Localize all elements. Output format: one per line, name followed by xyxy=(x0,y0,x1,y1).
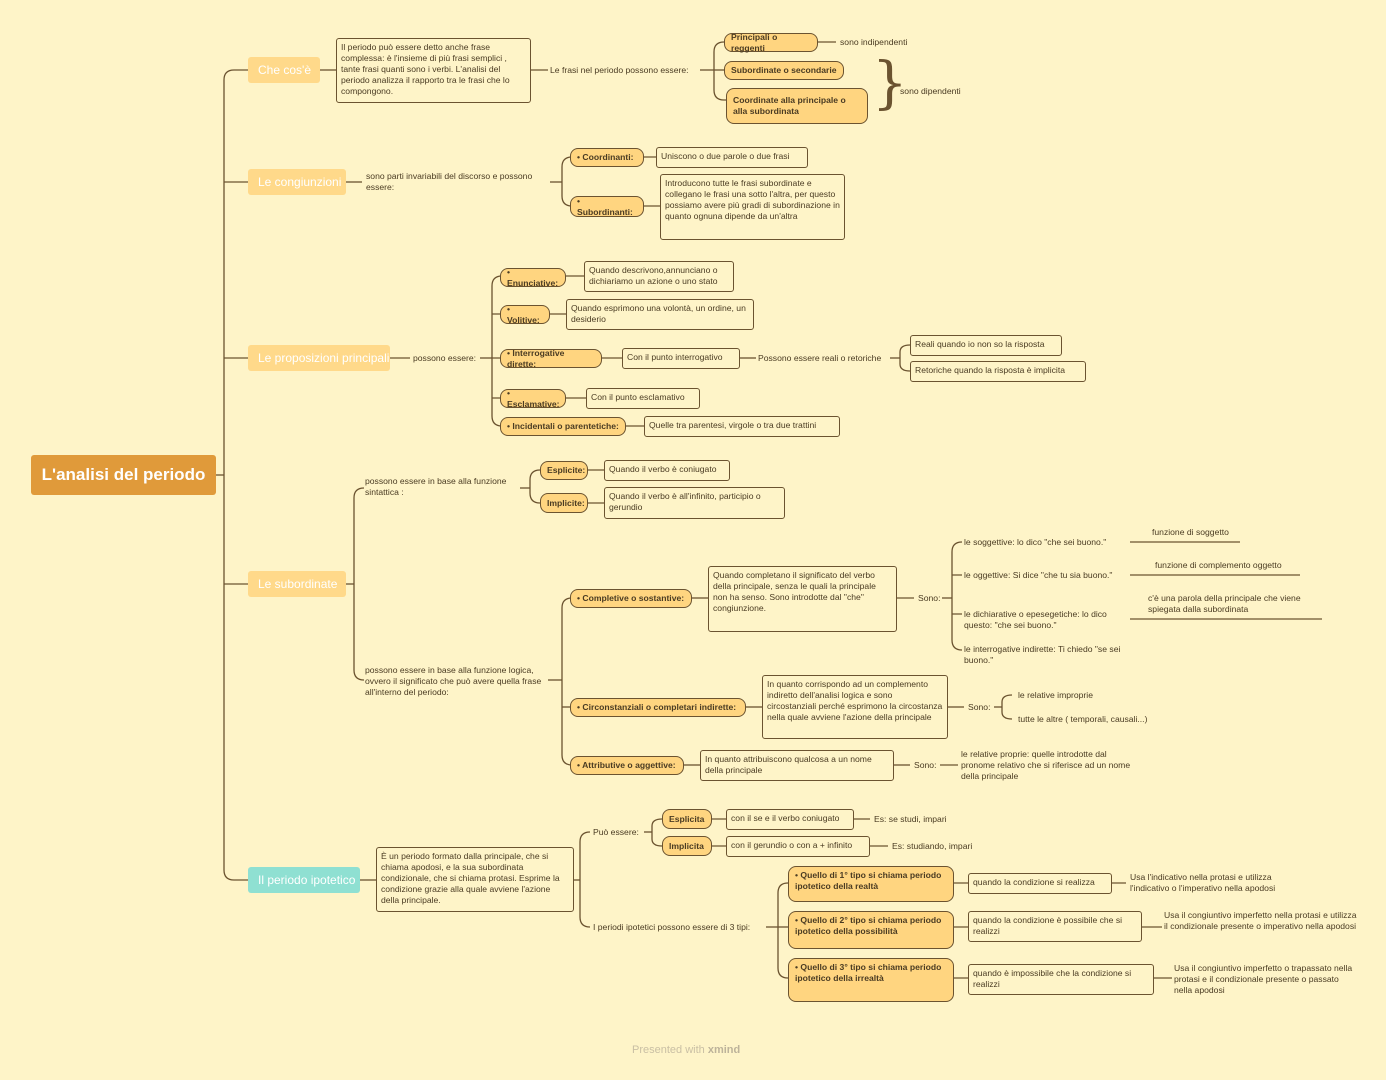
completive-sono: Sono: xyxy=(918,593,941,603)
implicita-esempio: Es: studiando, impari xyxy=(892,841,973,851)
completive-desc[interactable]: Quando completano il significato del ver… xyxy=(708,566,897,632)
dichiarative: le dichiarative o epesegetiche: lo dico … xyxy=(964,609,1107,630)
tutte-le-altre: tutte le altre ( temporali, causali...) xyxy=(1018,714,1148,724)
relative-improprie: le relative improprie xyxy=(1018,690,1093,700)
esclamative-desc[interactable]: Con il punto esclamativo xyxy=(586,388,700,409)
xmind-brand: xmind xyxy=(707,1044,741,1056)
volitive-desc[interactable]: Quando esprimono una volontà, un ordine,… xyxy=(566,299,754,330)
node-retoriche[interactable]: Retoriche quando la risposta è implicita xyxy=(910,361,1086,382)
interrogative-indirette: le interrogative indirette: Ti chiedo "s… xyxy=(964,644,1121,665)
congiunzioni-def: sono parti invariabili del discorso e po… xyxy=(366,171,533,192)
node-reali[interactable]: Reali quando io non so la risposta xyxy=(910,335,1062,356)
funzione-logica: possono essere in base alla funzione log… xyxy=(365,665,542,697)
branch-che-cose[interactable]: Che cos'è xyxy=(248,57,320,83)
frasi-label: Le frasi nel periodo possono essere: xyxy=(550,65,689,75)
coordinanti-desc[interactable]: Uniscono o due parole o due frasi xyxy=(656,147,808,168)
esplicite-desc[interactable]: Quando il verbo è coniugato xyxy=(604,460,730,481)
node-completive[interactable]: • Completive o sostantive: xyxy=(570,589,692,608)
node-implicita[interactable]: Implicita xyxy=(662,836,712,856)
node-circostanziali[interactable]: • Circonstanziali o completari indirette… xyxy=(570,698,746,717)
implicite-desc[interactable]: Quando il verbo è all'infinito, particip… xyxy=(604,487,785,519)
node-attributive[interactable]: • Attributive o aggettive: xyxy=(570,756,684,775)
enunciative-desc[interactable]: Quando descrivono,annunciano o dichiaria… xyxy=(584,261,734,292)
implicita-desc[interactable]: con il gerundio o con a + infinito xyxy=(726,836,870,857)
relative-proprie: le relative proprie: quelle introdotte d… xyxy=(961,749,1131,781)
node-implicite[interactable]: Implicite: xyxy=(540,493,588,513)
puo-essere: Può essere: xyxy=(593,827,639,837)
branch-congiunzioni[interactable]: Le congiunzioni xyxy=(248,169,346,195)
dichiarative-funzione: c'è una parola della principale che vien… xyxy=(1148,593,1301,614)
soggettive: le soggettive: lo dico "che sei buono." xyxy=(964,537,1107,547)
brace-dipendenti: } xyxy=(872,51,908,116)
node-interrogative-dirette[interactable]: • Interrogative dirette: xyxy=(500,348,602,369)
sono-indipendenti: sono indipendenti xyxy=(840,37,908,47)
node-principali-reggenti[interactable]: Principali o reggenti xyxy=(724,32,818,53)
ipotetico-def[interactable]: È un periodo formato dalla principale, c… xyxy=(376,847,574,912)
oggettive-funzione: funzione di complemento oggetto xyxy=(1155,560,1282,570)
node-subordinanti[interactable]: • Subordinanti: xyxy=(570,196,644,217)
terzo-tipo-condizione[interactable]: quando è impossibile che la condizione s… xyxy=(968,964,1154,995)
node-esplicite[interactable]: Esplicite: xyxy=(540,461,588,480)
attributive-desc[interactable]: In quanto attribuiscono qualcosa a un no… xyxy=(700,750,894,781)
interrogative-desc[interactable]: Con il punto interrogativo xyxy=(622,348,740,369)
possono-essere: possono essere: xyxy=(413,353,477,363)
node-coordinanti[interactable]: • Coordinanti: xyxy=(570,148,644,167)
soggettive-funzione: funzione di soggetto xyxy=(1152,527,1229,537)
node-volitive[interactable]: • Volitive: xyxy=(500,304,550,325)
branch-proposizioni-principali[interactable]: Le proposizioni principali xyxy=(248,345,390,371)
tre-tipi: I periodi ipotetici possono essere di 3 … xyxy=(593,922,751,932)
circostanziali-desc[interactable]: In quanto corrispondo ad un complemento … xyxy=(762,675,948,739)
primo-tipo-condizione[interactable]: quando la condizione si realizza xyxy=(968,873,1112,894)
terzo-tipo-uso: Usa il congiuntivo imperfetto o trapassa… xyxy=(1174,963,1353,995)
branch-subordinate[interactable]: Le subordinate xyxy=(248,571,346,597)
attributive-sono: Sono: xyxy=(914,760,937,770)
oggettive: le oggettive: Si dice "che tu sia buono.… xyxy=(964,570,1113,580)
esplicita-desc[interactable]: con il se e il verbo coniugato xyxy=(726,809,854,830)
node-esplicita[interactable]: Esplicita xyxy=(662,809,712,829)
root-topic[interactable]: L'analisi del periodo xyxy=(31,455,216,495)
node-incidentali[interactable]: • Incidentali o parentetiche: xyxy=(500,417,626,436)
interrogative-more: Possono essere reali o retoriche xyxy=(758,353,882,363)
node-primo-tipo[interactable]: • Quello di 1° tipo si chiama periodo ip… xyxy=(788,866,954,902)
incidentali-desc[interactable]: Quelle tra parentesi, virgole o tra due … xyxy=(644,416,840,437)
secondo-tipo-condizione[interactable]: quando la condizione è possibile che si … xyxy=(968,911,1142,942)
node-coordinate[interactable]: Coordinate alla principale o alla subord… xyxy=(726,88,868,124)
node-enunciative[interactable]: • Enunciative: xyxy=(500,267,566,288)
primo-tipo-uso: Usa l'indicativo nella protasi e utilizz… xyxy=(1130,872,1276,893)
sono-dipendenti: sono dipendenti xyxy=(900,86,961,96)
node-terzo-tipo[interactable]: • Quello di 3° tipo si chiama periodo ip… xyxy=(788,958,954,1002)
definizione-periodo[interactable]: Il periodo può essere detto anche frase … xyxy=(336,38,531,103)
node-subordinate-secondarie[interactable]: Subordinate o secondarie xyxy=(724,61,844,80)
footer-prefix: Presented with xyxy=(632,1044,705,1056)
circostanziali-sono: Sono: xyxy=(968,702,991,712)
presented-with-footer: Presented with xmind xyxy=(632,1044,740,1056)
subordinanti-desc[interactable]: Introducono tutte le frasi subordinate e… xyxy=(660,174,845,240)
branch-periodo-ipotetico[interactable]: Il periodo ipotetico xyxy=(248,867,360,893)
node-esclamative[interactable]: • Esclamative: xyxy=(500,388,566,409)
node-secondo-tipo[interactable]: • Quello di 2° tipo si chiama periodo ip… xyxy=(788,911,954,949)
funzione-sintattica: possono essere in base alla funzione sin… xyxy=(365,476,507,497)
secondo-tipo-uso: Usa il congiuntivo imperfetto nella prot… xyxy=(1164,910,1357,931)
esplicita-esempio: Es: se studi, impari xyxy=(874,814,947,824)
